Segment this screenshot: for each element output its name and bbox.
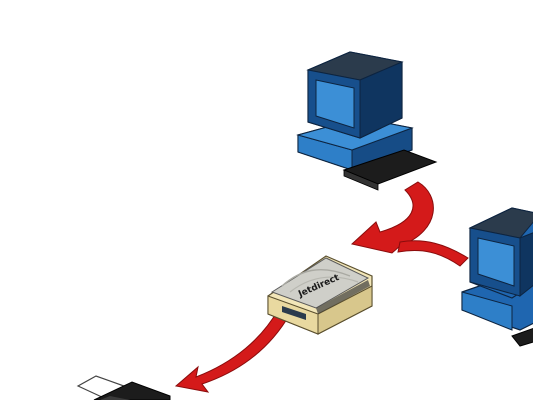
arrow-top-computer-to-print-server	[350, 181, 434, 254]
arrow-right-computer-to-print-server	[397, 240, 469, 267]
computer-right	[461, 207, 533, 347]
printer	[76, 375, 171, 400]
computer-icon	[296, 51, 438, 191]
print-server: Jetdirect	[267, 255, 373, 335]
arrow-print-server-to-printer	[174, 309, 291, 393]
print-server-icon: Jetdirect	[267, 255, 373, 335]
printer-icon	[76, 375, 171, 400]
computer-icon	[461, 207, 533, 347]
computer-top	[296, 51, 438, 191]
